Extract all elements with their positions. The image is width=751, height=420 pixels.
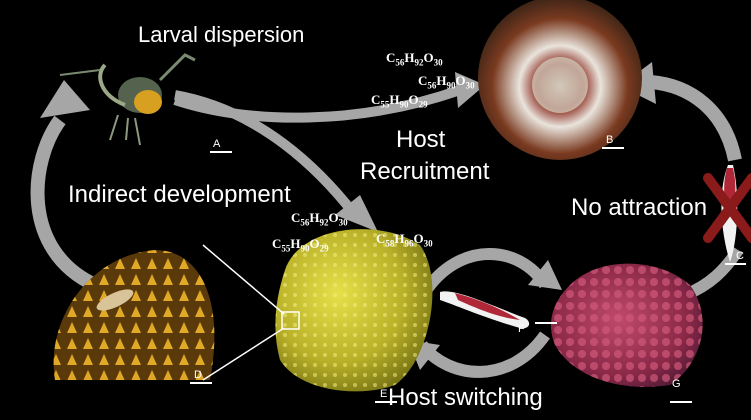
panel-label-a: A [213,138,221,150]
panel-label-c: C [736,250,744,262]
panel-label-g: G [672,378,681,390]
panel-label-d: D [194,369,202,381]
shrimp-switching-image [440,291,530,329]
formula-top-2: C56H90O30 [418,73,475,91]
panel-label-e: E [380,388,388,400]
yellow-seastar-image [275,229,433,392]
formula-top-3: C55H90O29 [371,92,428,110]
arrow-larva-to-yellow-seastar [174,90,378,232]
scale-bars [190,147,746,403]
indirect-development-label: Indirect development [68,181,291,208]
no-attraction-label: No attraction [571,194,708,221]
larval-dispersion-label: Larval dispersion [138,22,305,47]
arrow-host-recruitment [173,72,485,123]
host-recruitment-image [478,0,642,160]
panel-label-b: B [606,134,614,146]
sponge-host-image [53,250,215,380]
larva-image [59,53,196,146]
host-switching-label: Host switching [388,384,543,411]
formula-mid-2: C55H90O29 [272,236,329,254]
recruitment-label: Recruitment [360,158,490,185]
arrow-indirect-development [30,80,99,292]
host-label: Host [396,126,446,153]
formula-mid-3: C58H96O30 [376,231,433,249]
red-seastar-image [550,263,703,387]
cross-icon [703,173,751,243]
zoom-lines [202,244,285,381]
panel-label-f: F [518,323,525,335]
formula-mid-1: C56H92O30 [291,210,348,228]
formula-top-1: C56H92O30 [386,50,443,68]
